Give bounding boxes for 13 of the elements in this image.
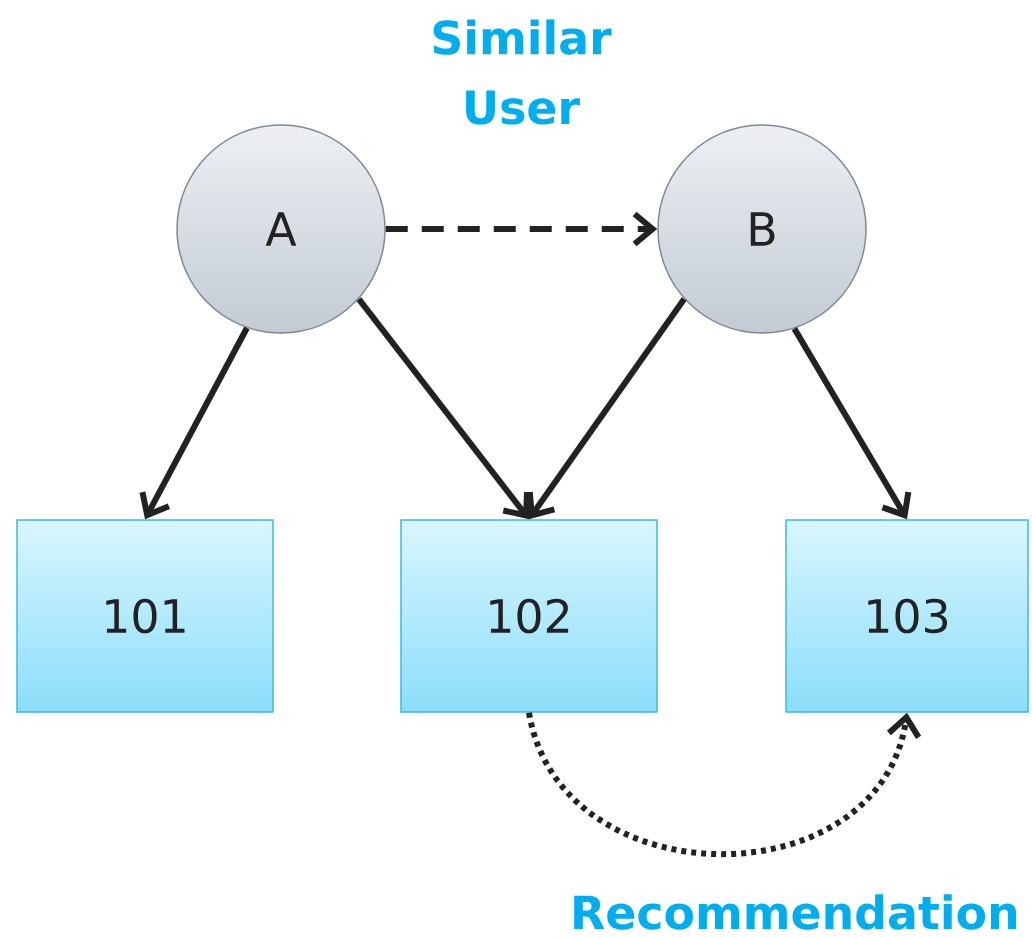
arrow	[385, 211, 658, 247]
circle-node: A	[176, 124, 386, 334]
arrow	[139, 326, 250, 520]
arrow	[356, 297, 530, 520]
circle-node: B	[657, 124, 867, 334]
item-box: 101	[16, 519, 274, 713]
item-box: 103	[785, 519, 1029, 713]
edge-label: Recommendation	[574, 894, 1017, 930]
edge-label: Similar User	[433, 19, 612, 125]
item-box: 102	[400, 519, 658, 713]
arrow	[791, 327, 912, 520]
arrow	[526, 711, 922, 858]
arrow	[526, 297, 687, 520]
